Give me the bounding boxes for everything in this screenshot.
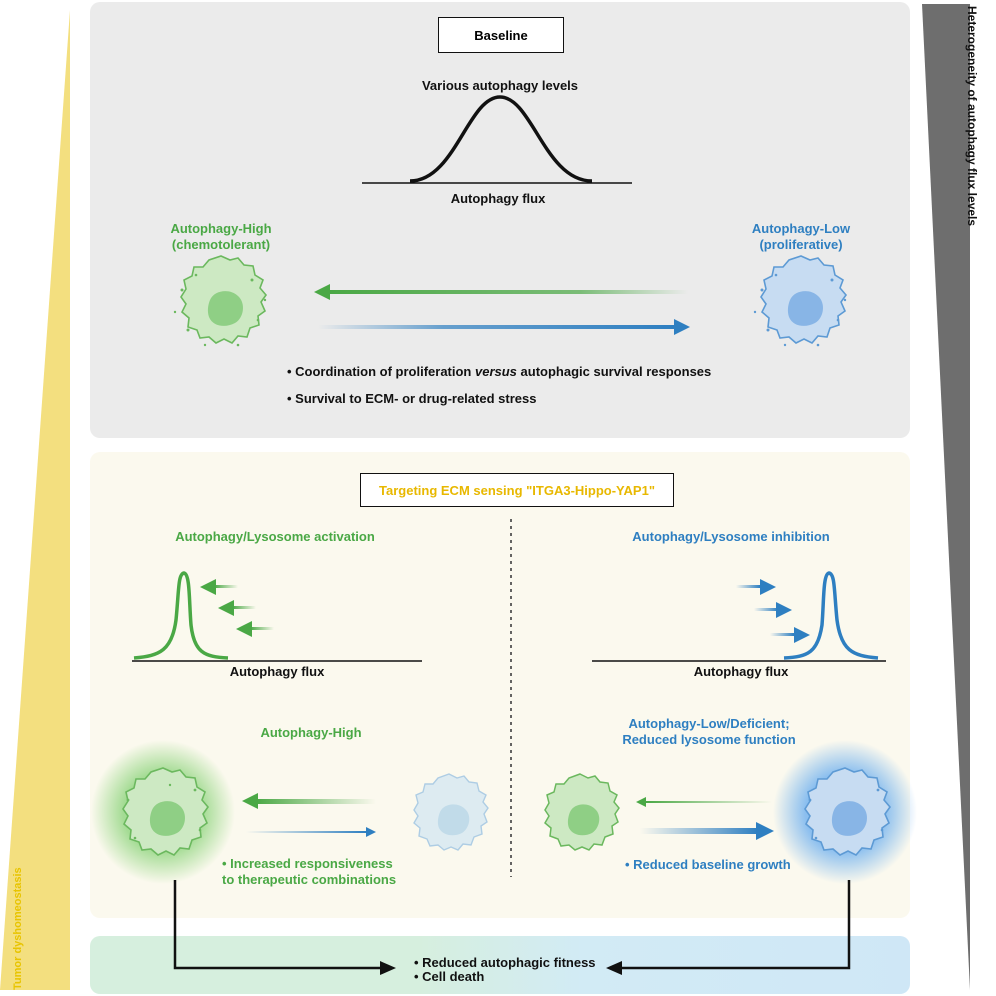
inhibition-cell-label-1: Autophagy-Low/Deficient;: [628, 716, 790, 731]
inhibition-bullet: • Reduced baseline growth: [625, 857, 791, 872]
activation-arrow-to-high: [242, 793, 376, 809]
baseline-green-cell: [173, 255, 268, 347]
outcome-arrow-right: [606, 880, 851, 975]
baseline-box: Baseline: [438, 17, 564, 53]
baseline-arrow-to-high: [314, 284, 688, 300]
inhibition-low-cell: [804, 767, 892, 856]
activation-bullet-2: to therapeutic combinations: [222, 872, 397, 887]
outcome-arrow-left: [173, 880, 396, 975]
activation-arrow-to-low: [246, 827, 376, 837]
outcome-line-1: • Reduced autophagic fitness: [414, 955, 596, 970]
baseline-bullet-1-pre: • Coordination of proliferation: [287, 364, 475, 379]
activation-arrows: [200, 579, 274, 637]
inhibition-axis-label: Autophagy flux: [693, 664, 789, 679]
activation-low-cell: [413, 773, 489, 851]
inhibition-arrow-to-low: [640, 822, 774, 840]
baseline-blue-cell: [753, 255, 848, 347]
baseline-bullet-1-em: versus: [474, 364, 517, 379]
baseline-bullet-1: • Coordination of proliferation versus a…: [287, 364, 711, 379]
baseline-cell-high-sublabel: (chemotolerant): [171, 237, 271, 252]
baseline-bullet-2: • Survival to ECM- or drug-related stres…: [287, 391, 537, 406]
baseline-cell-low-sublabel: (proliferative): [759, 237, 843, 252]
baseline-axis-label: Autophagy flux: [450, 191, 546, 206]
baseline-cell-high-label: Autophagy-High: [170, 221, 272, 236]
inhibition-high-cell: [544, 773, 620, 851]
inhibition-peak: [783, 571, 879, 660]
inhibition-arrows: [736, 579, 810, 643]
activation-peak: [133, 571, 229, 660]
activation-title: Autophagy/Lysosome activation: [175, 529, 375, 544]
tumor-dyshomeostasis-wedge: [0, 10, 70, 990]
activation-cell-label: Autophagy-High: [260, 725, 362, 740]
outcome-panel: [90, 936, 910, 994]
inhibition-arrow-to-high: [636, 797, 772, 807]
activation-high-cell: [122, 767, 210, 856]
baseline-curve-title: Various autophagy levels: [421, 78, 579, 93]
baseline-panel: [90, 2, 910, 438]
activation-bullet-1: • Increased responsiveness: [222, 856, 393, 871]
heterogeneity-wedge: [922, 4, 970, 990]
inhibition-cell-label-2: Reduced lysosome function: [622, 732, 796, 747]
activation-axis-label: Autophagy flux: [229, 664, 325, 679]
baseline-arrow-to-low: [318, 319, 690, 335]
baseline-bullet-1-post: autophagic survival responses: [516, 364, 712, 379]
targeting-box: Targeting ECM sensing "ITGA3-Hippo-YAP1": [360, 473, 674, 507]
targeting-box-label: Targeting ECM sensing "ITGA3-Hippo-YAP1": [379, 482, 655, 498]
baseline-box-label: Baseline: [474, 27, 528, 43]
inhibition-title: Autophagy/Lysosome inhibition: [632, 529, 830, 544]
baseline-cell-low-label: Autophagy-Low: [751, 221, 851, 236]
outcome-line-2: • Cell death: [414, 969, 485, 984]
